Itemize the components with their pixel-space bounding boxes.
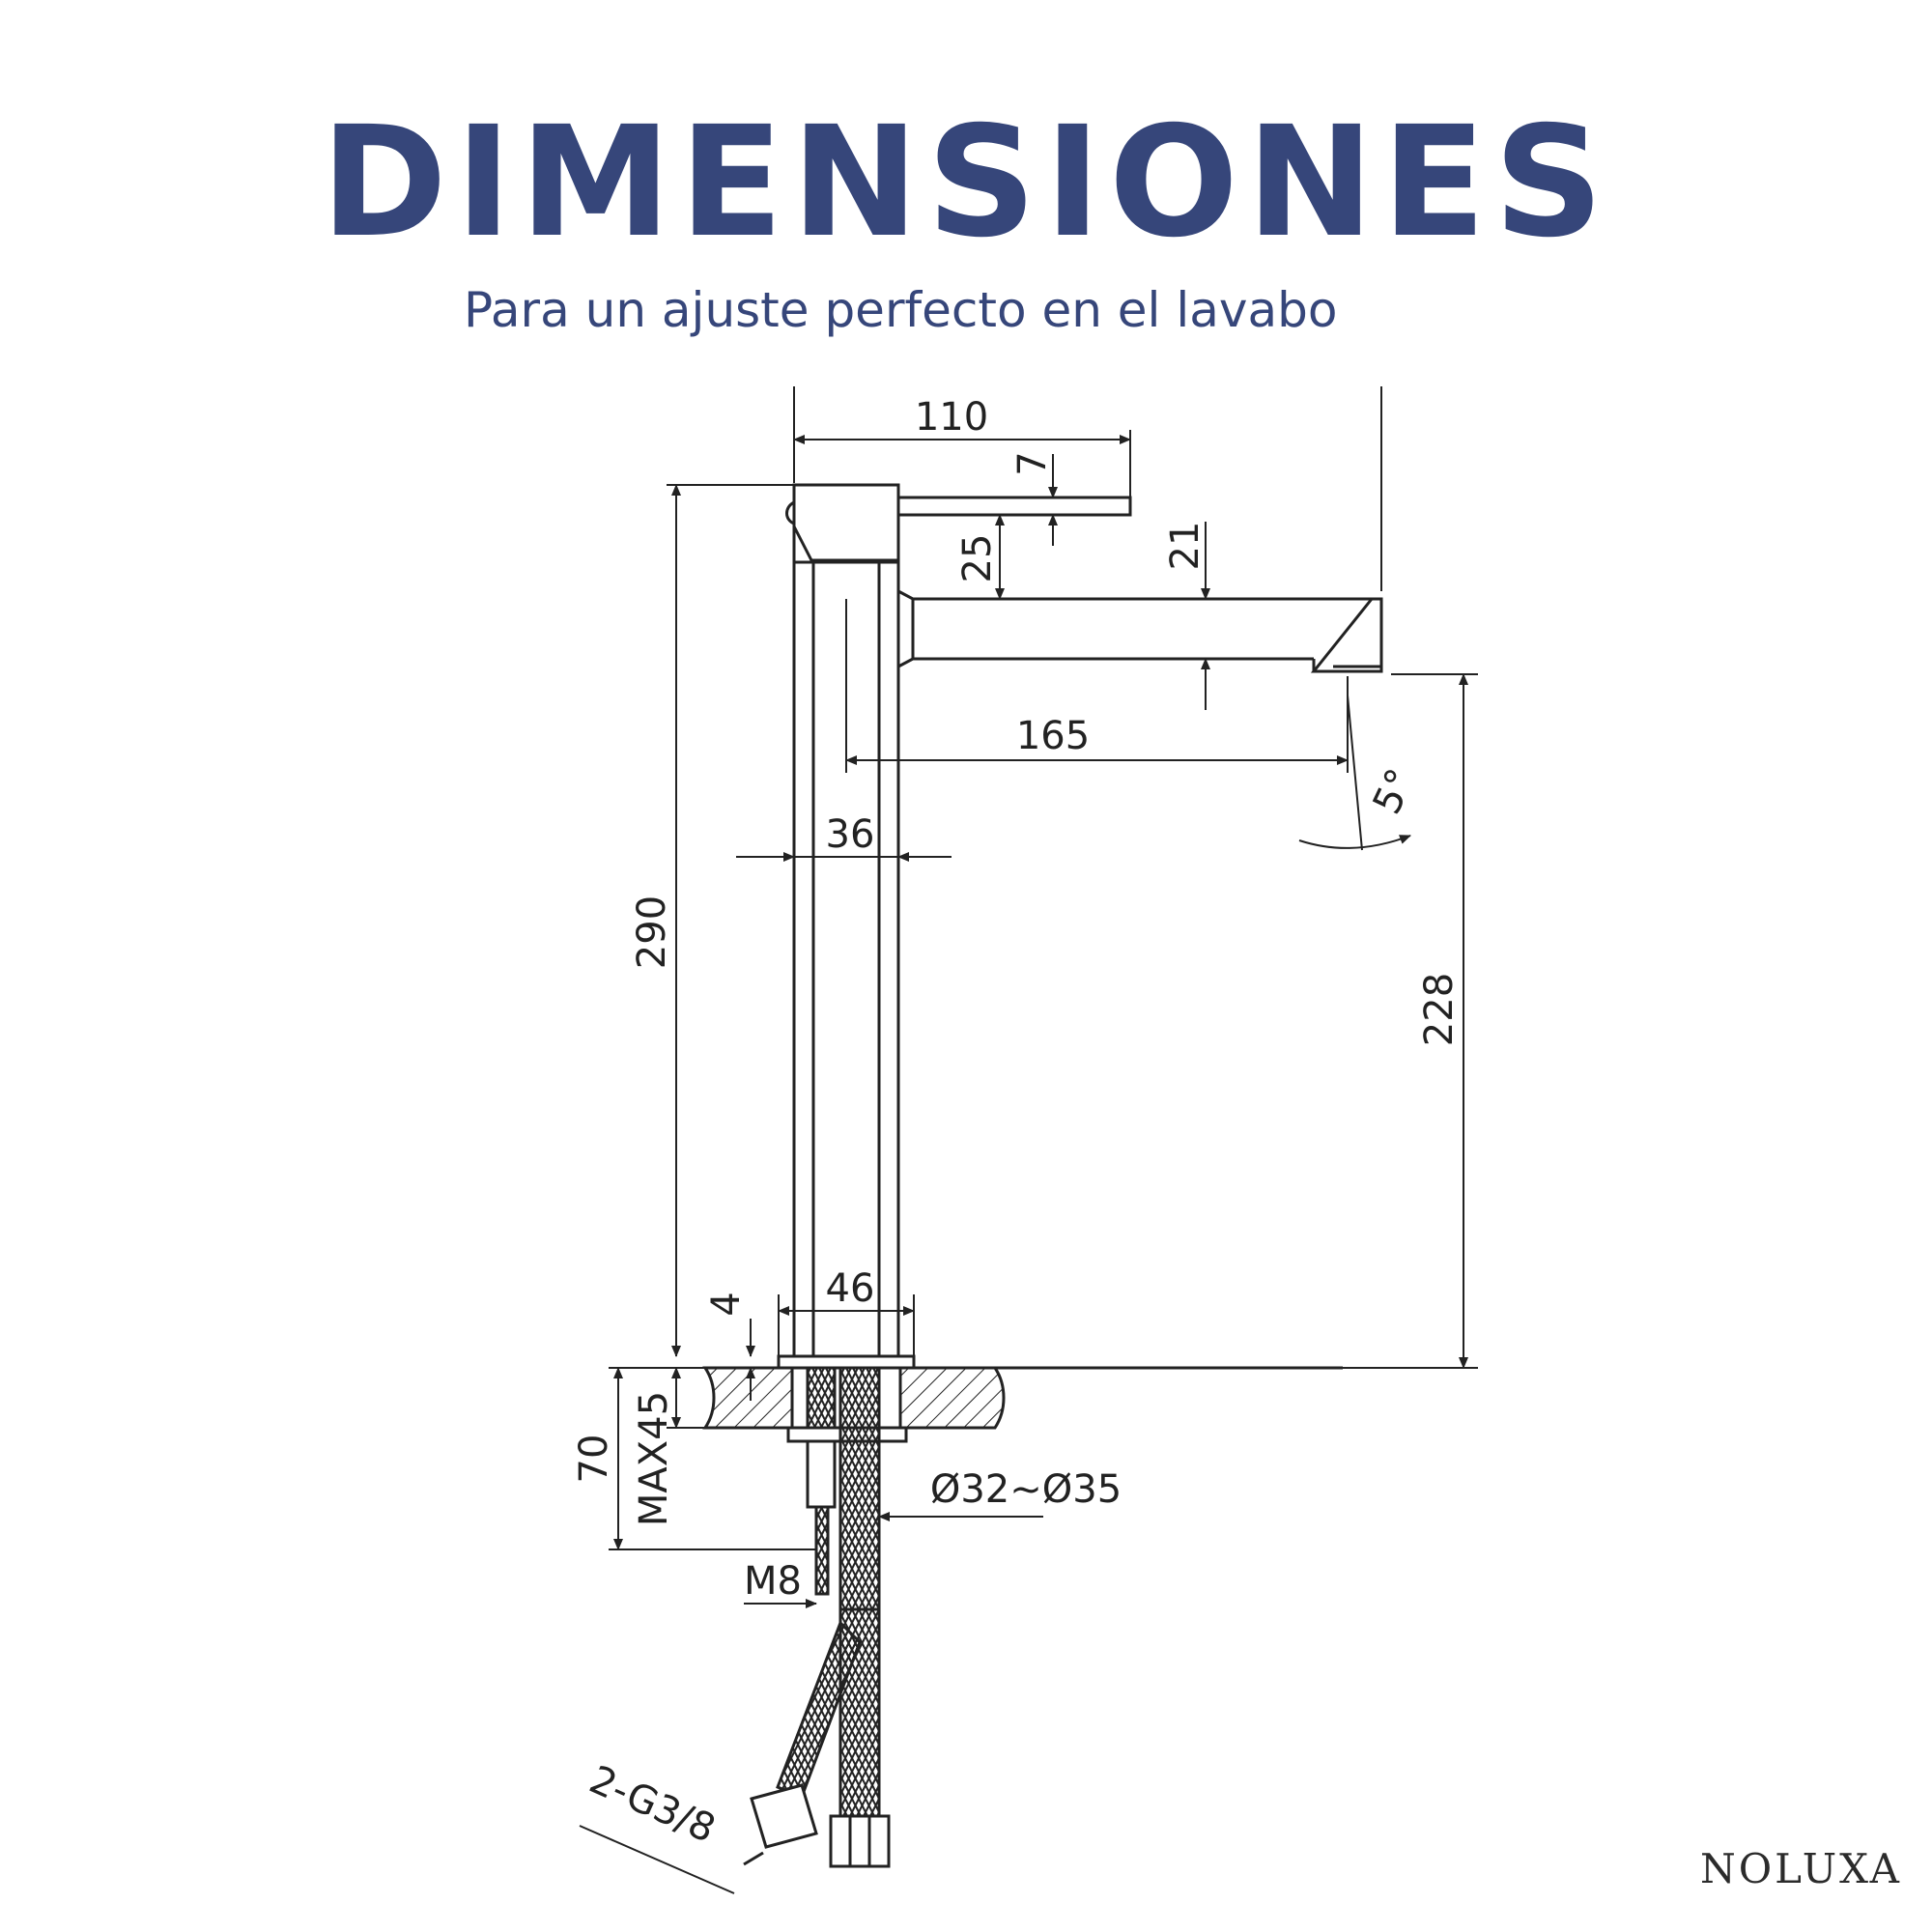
- dim-hole-diameter: Ø32~Ø35: [930, 1467, 1122, 1512]
- mounting-hardware: [786, 1366, 908, 1611]
- page-subtitle: Para un ajuste perfecto en el lavabo: [464, 282, 1338, 338]
- dim-25: 25: [955, 534, 1000, 583]
- dim-max45: MAX45: [632, 1391, 676, 1526]
- dim-21: 21: [1163, 522, 1208, 571]
- brand-logo: NOLUXA: [1700, 1845, 1902, 1892]
- dimension-lines: [579, 386, 1478, 1894]
- dim-228: 228: [1417, 973, 1462, 1046]
- dim-hose-thread: 2-G3/8: [582, 1757, 722, 1852]
- countertop-section: [702, 1366, 1343, 1430]
- dim-110: 110: [915, 395, 988, 440]
- dim-46: 46: [826, 1266, 875, 1311]
- dim-70: 70: [572, 1435, 616, 1484]
- flexible-hoses: [743, 1607, 891, 1868]
- dim-165: 165: [1016, 714, 1090, 758]
- page-title: DIMENSIONES: [320, 94, 1612, 271]
- dim-7: 7: [1010, 451, 1055, 475]
- dim-m8: M8: [744, 1559, 802, 1604]
- dimension-labels: 110 7 25 21 165 5° 36 290 228 46 4 MAX45…: [572, 395, 1462, 1852]
- dim-4: 4: [704, 1292, 749, 1316]
- dim-36: 36: [826, 812, 875, 857]
- dim-5-degrees: 5°: [1365, 762, 1424, 821]
- faucet-outline: [777, 483, 1383, 1370]
- dim-290: 290: [630, 895, 674, 969]
